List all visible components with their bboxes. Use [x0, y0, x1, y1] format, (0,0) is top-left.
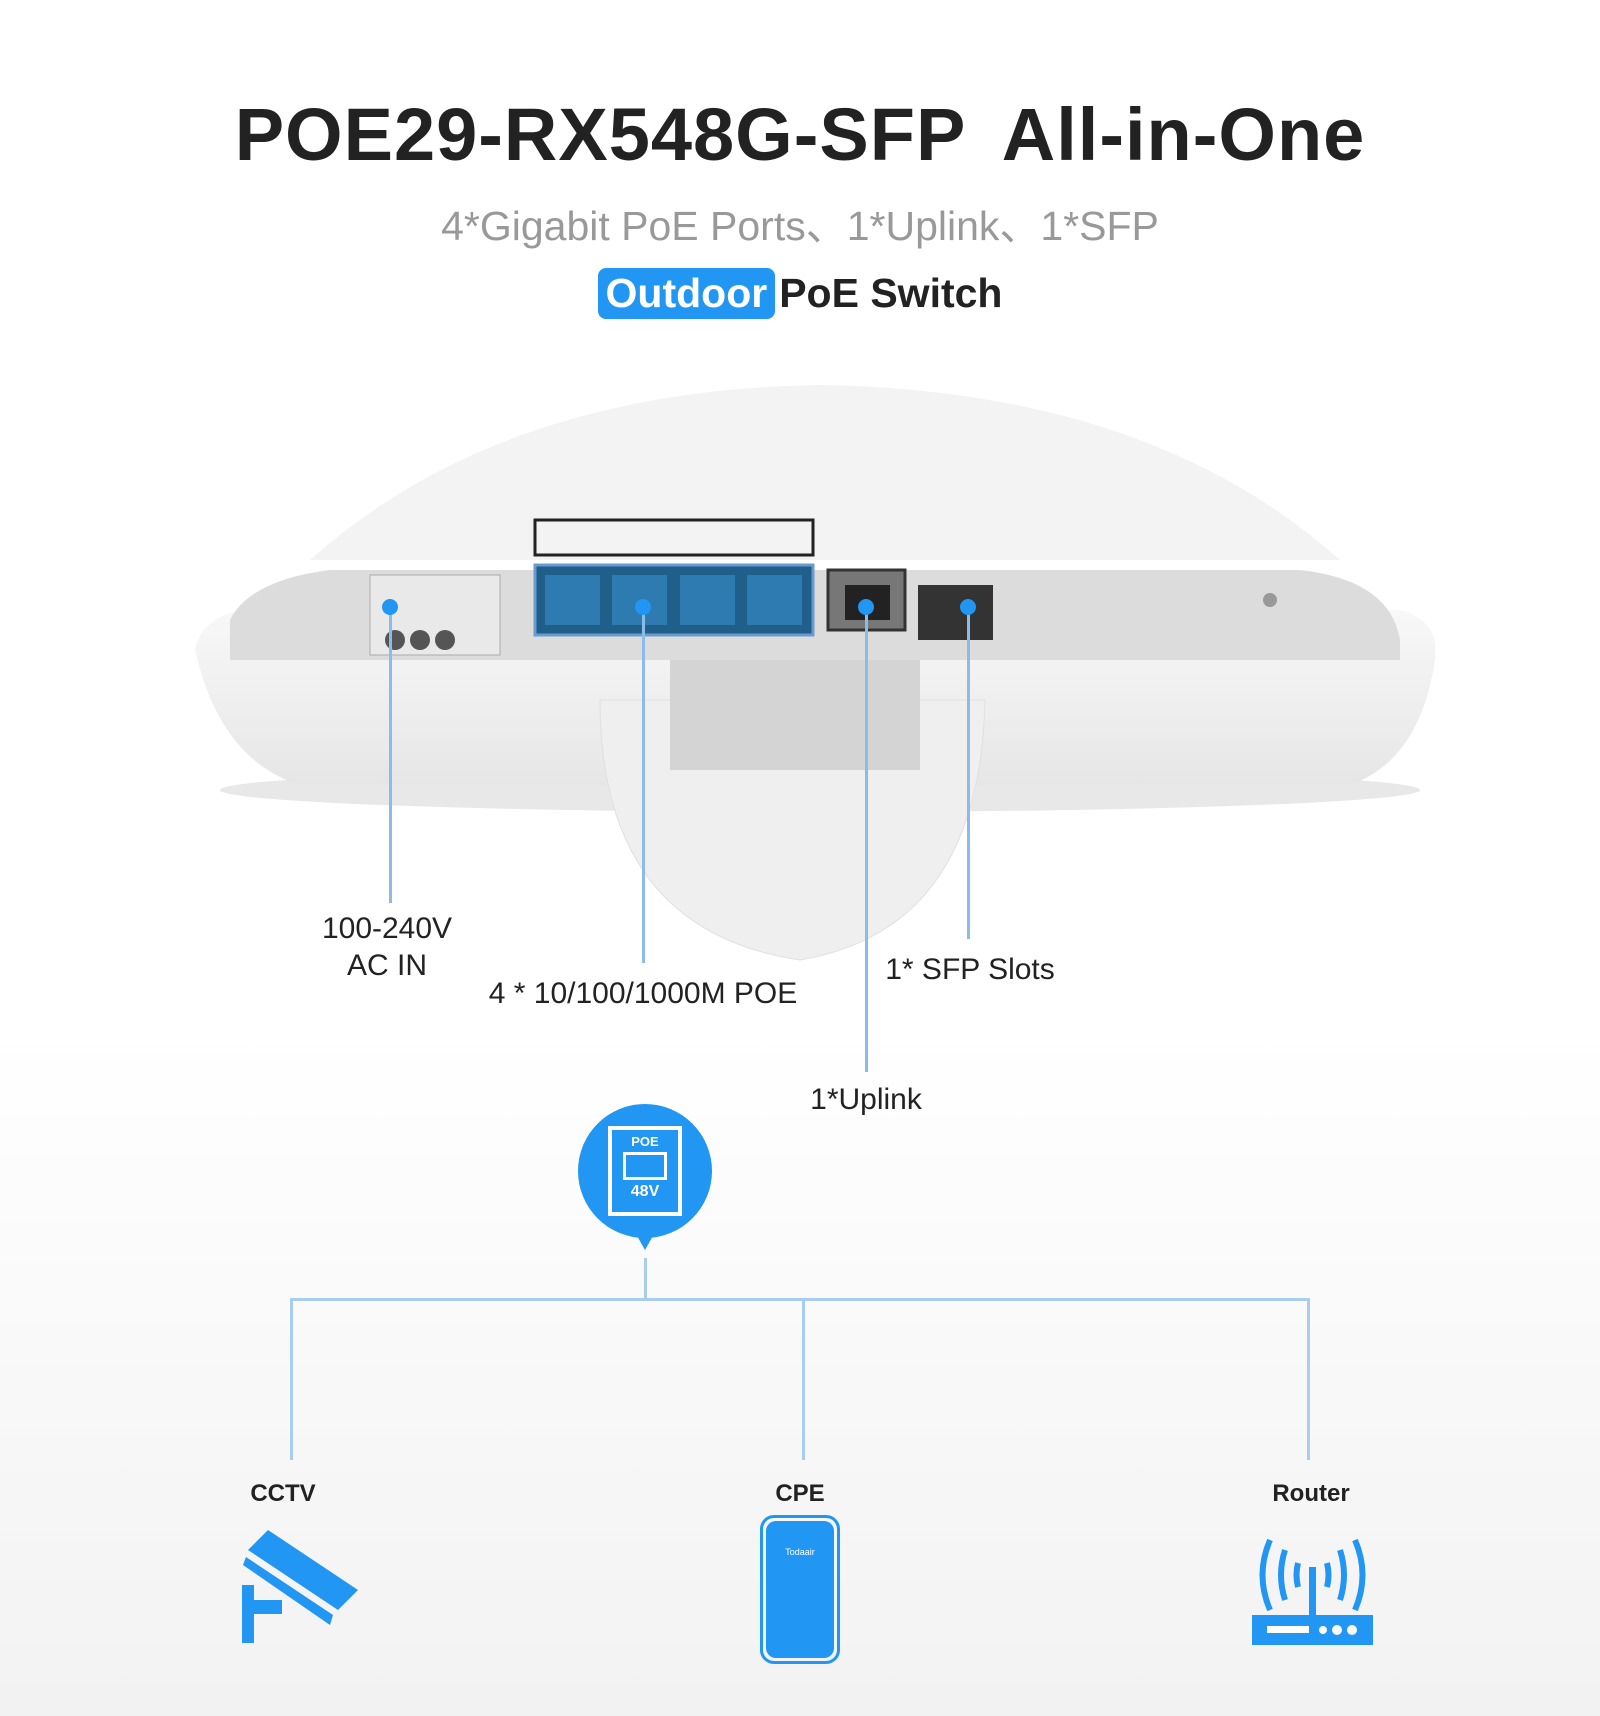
cpe-brand: Todaair [766, 1521, 834, 1658]
tree-branch-cpe [802, 1298, 805, 1460]
outdoor-badge: Outdoor [597, 268, 776, 319]
tree-branch-cctv [290, 1298, 293, 1460]
poe-48v-icon: POE 48V [608, 1126, 682, 1216]
poe-bubble: POE 48V [578, 1104, 712, 1238]
ac-label: 100-240V AC IN [322, 910, 452, 984]
poe-dot [635, 599, 651, 615]
ac-leader-line [389, 607, 392, 903]
uplink-label: 1*Uplink [810, 1083, 922, 1116]
sfp-label: 1* SFP Slots [885, 953, 1055, 986]
sfp-leader-line [967, 607, 970, 939]
cctv-camera-icon [242, 1530, 358, 1643]
sfp-dot [960, 599, 976, 615]
wifi-router-icon [1252, 1538, 1373, 1645]
ac-label-line2: AC IN [346, 949, 428, 982]
voltage-text: 48V [630, 1183, 660, 1200]
cpe-device-icon: Todaair [760, 1515, 840, 1664]
subtitle: 4*Gigabit PoE Ports、1*Uplink、1*SFP [441, 203, 1159, 249]
tagline-text: PoE Switch [779, 270, 1003, 316]
uplink-leader-line [865, 607, 868, 1072]
ac-label-line1: 100-240V [321, 912, 453, 945]
device-label-cctv: CCTV [250, 1480, 316, 1507]
device-label-router: Router [1272, 1480, 1350, 1507]
ac-dot [382, 599, 398, 615]
tree-stem [644, 1258, 647, 1301]
poe-leader-line [642, 607, 645, 963]
tree-branch-router [1307, 1298, 1310, 1460]
tree-bus [290, 1298, 1310, 1301]
device-label-cpe: CPE [775, 1480, 825, 1507]
bubble-pointer [636, 1234, 654, 1250]
uplink-dot [858, 599, 874, 615]
poe-text: POE [631, 1134, 659, 1149]
poe-ports-label: 4 * 10/100/1000M POE [488, 977, 798, 1010]
switch-device-image [195, 385, 1436, 961]
page-title: POE29-RX548G-SFP All-in-One [234, 93, 1366, 176]
